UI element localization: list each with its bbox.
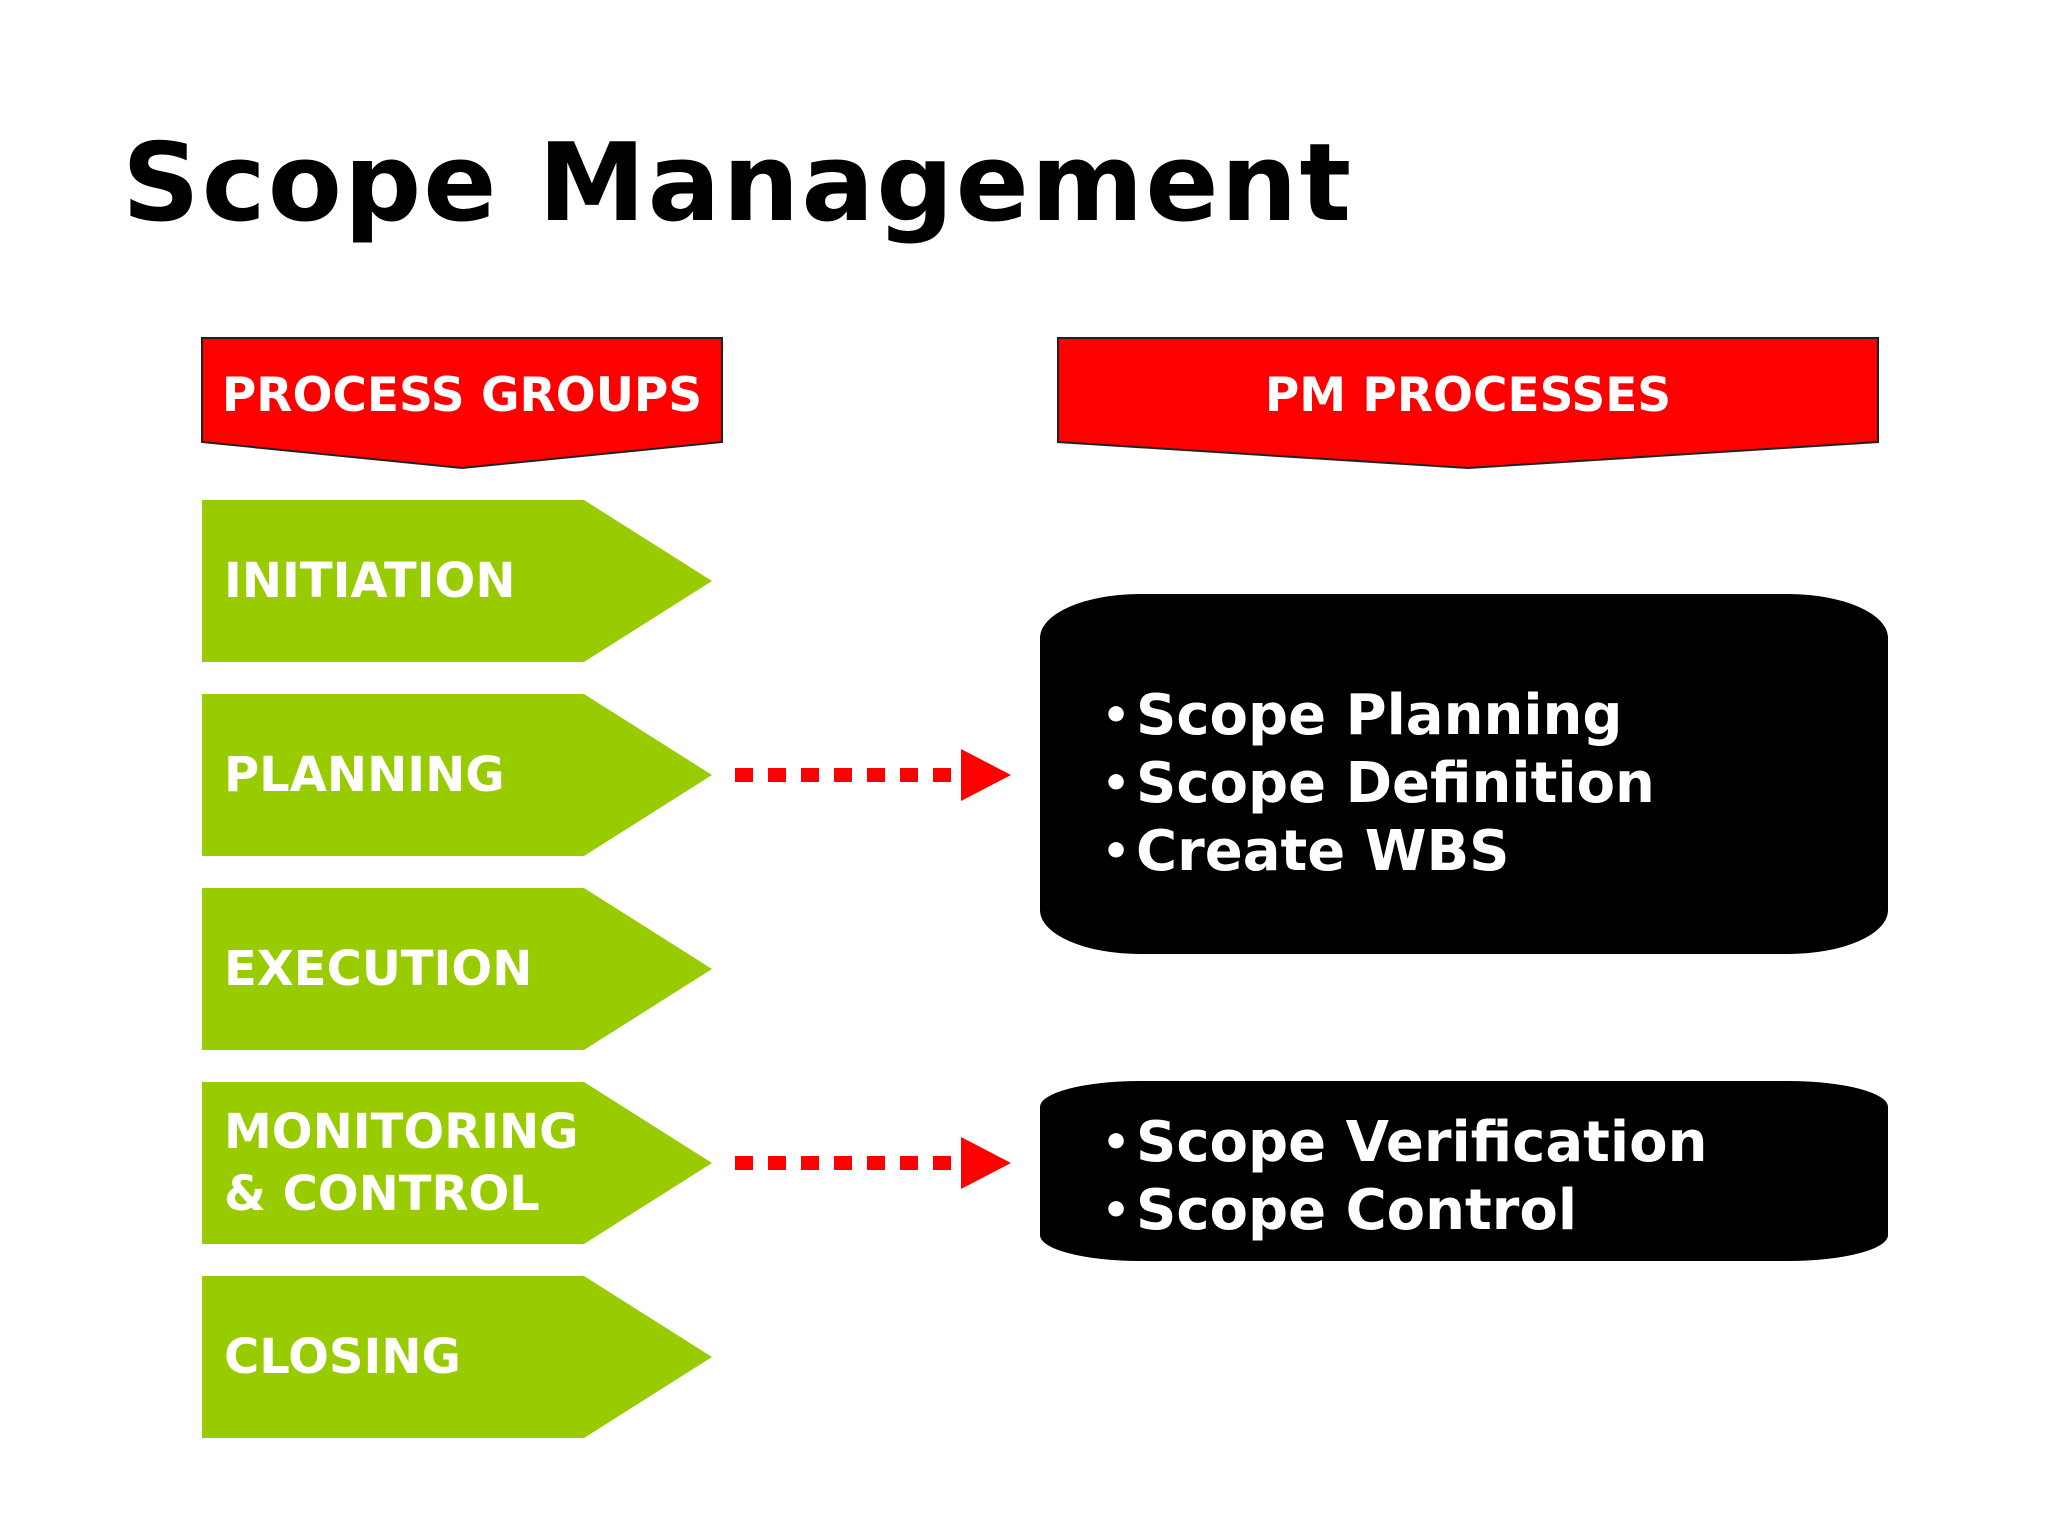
slide-title: Scope Management: [122, 121, 1354, 246]
process-item-text: Scope Verification: [1136, 1110, 1708, 1175]
stage-label: CLOSING: [224, 1276, 461, 1438]
stage-label: PLANNING: [224, 694, 505, 856]
stage-planning: PLANNING: [202, 694, 712, 856]
pm-processes-banner: [1057, 337, 1879, 470]
monitoring-processes-box: •Scope Verification •Scope Control: [1040, 1081, 1888, 1261]
process-item: •Create WBS: [1102, 818, 1888, 886]
planning-arrow: [735, 749, 1011, 801]
monitoring-arrow: [735, 1137, 1011, 1189]
stage-label: EXECUTION: [224, 888, 532, 1050]
stage-label-line: EXECUTION: [224, 941, 533, 997]
process-groups-banner: [201, 337, 723, 470]
bullet-icon: •: [1102, 1185, 1131, 1236]
bullet-icon: •: [1102, 758, 1131, 809]
bullet-icon: •: [1102, 1117, 1131, 1168]
process-item-text: Create WBS: [1136, 819, 1510, 884]
bullet-icon: •: [1102, 826, 1131, 877]
planning-processes-box: •Scope Planning •Scope Definition •Creat…: [1040, 594, 1888, 954]
chevron-shape: [202, 888, 712, 1050]
stage-label-line: INITIATION: [224, 553, 516, 609]
process-groups-header: PROCESS GROUPS: [221, 368, 703, 423]
chevron-shape: [202, 1082, 712, 1244]
chevron-shape: [202, 694, 712, 856]
process-item: •Scope Control: [1102, 1177, 1888, 1245]
stage-initiation: INITIATION: [202, 500, 712, 662]
stage-monitoring-control: MONITORING & CONTROL: [202, 1082, 712, 1244]
stage-closing: CLOSING: [202, 1276, 712, 1438]
chevron-shape: [202, 500, 712, 662]
stage-label: MONITORING & CONTROL: [224, 1082, 579, 1244]
monitoring-processes-list: •Scope Verification •Scope Control: [1102, 1109, 1888, 1245]
stage-execution: EXECUTION: [202, 888, 712, 1050]
bullet-icon: •: [1102, 690, 1131, 741]
process-item-text: Scope Planning: [1136, 683, 1623, 748]
pm-processes-header: PM PROCESSES: [1264, 368, 1672, 423]
stage-label-line: & CONTROL: [224, 1166, 540, 1222]
process-item: •Scope Planning: [1102, 682, 1888, 750]
process-item-text: Scope Control: [1136, 1178, 1578, 1243]
stage-label-line: CLOSING: [224, 1329, 461, 1385]
chevron-shape: [202, 1276, 712, 1438]
process-item-text: Scope Definition: [1136, 751, 1655, 816]
stage-label-line: PLANNING: [224, 747, 505, 803]
planning-processes-list: •Scope Planning •Scope Definition •Creat…: [1102, 682, 1888, 886]
stage-label-line: MONITORING: [224, 1104, 579, 1160]
process-item: •Scope Definition: [1102, 750, 1888, 818]
process-item: •Scope Verification: [1102, 1109, 1888, 1177]
stage-label: INITIATION: [224, 500, 516, 662]
